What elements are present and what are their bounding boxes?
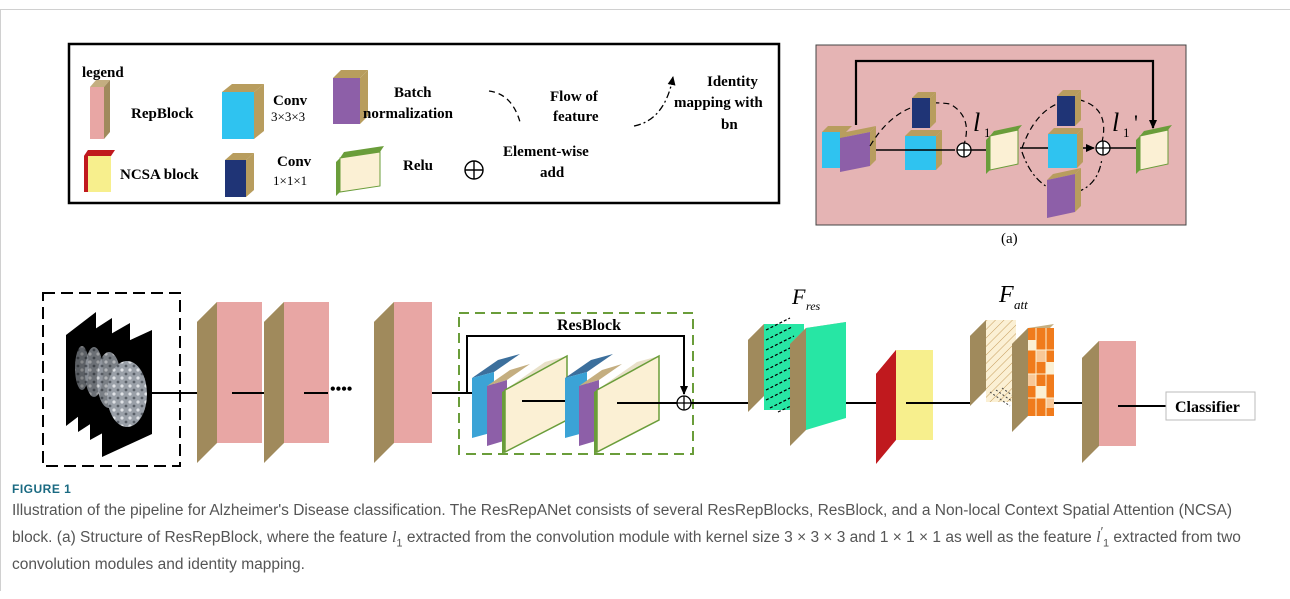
fatt-block-icon [970,320,1054,432]
legend-idmap-label-1: Identity [707,74,758,90]
legend-repblock-label: RepBlock [131,106,194,122]
identity-arrow-icon [633,76,676,127]
repblock-final [1082,341,1136,463]
legend-add-label-2: add [540,165,565,181]
legend-conv3-label: Conv [273,93,308,109]
flow-arrow-icon [488,90,521,123]
repblock-2 [264,302,329,463]
legend-ncsa-label: NCSA block [120,167,199,183]
legend-frame [67,42,781,205]
panel-a-flow-arc-1 [869,102,968,151]
caption-part-1: Illustration of the pipeline for Alzheim… [12,502,1232,547]
repblock-3 [374,302,432,463]
repblock-swatch-icon [90,80,110,139]
caption-l1p: l [1096,529,1101,547]
legend-flow-label-1: Flow of [550,89,599,105]
legend-flow-label-2: feature [553,109,599,125]
figure-caption: Illustration of the pipeline for Alzheim… [12,500,1274,575]
panel-a-relu-out-icon [1136,125,1172,174]
resblock-add-icon [676,395,692,411]
resblock-label: ResBlock [557,317,621,334]
input-dashed-box [42,292,181,467]
panel-a-l1-label: l [973,108,980,137]
bn-swatch-icon [333,70,368,124]
caption-part-2: extracted from the convolution module wi… [402,529,1097,547]
caption-part-3: extracted from two convolution modules a… [12,529,1241,574]
caption-l1p-prime: ′ [1100,524,1103,539]
fres-subscript: res [806,299,821,313]
fatt-label: F [998,282,1014,308]
panel-a-add-2-icon [1095,140,1111,156]
legend-idmap-label-3: bn [721,117,738,133]
attention-grid [1028,328,1054,416]
caption-l1p-subscript: 1 [1103,537,1110,550]
fres-block-icon [748,317,846,446]
ellipsis-label: •••• [330,381,352,398]
resblock-dashed-box [458,312,694,455]
classifier-box [1165,391,1256,421]
repblock-1 [197,302,262,463]
panel-a-l1p-label: l [1112,108,1119,137]
legend-conv1-label: Conv [277,154,312,170]
panel-a-conv3-a-icon [905,130,942,170]
panel-a-conv1-a-icon [912,92,936,128]
classifier-label: Classifier [1175,399,1240,416]
panel-a-skip-arrow [854,59,1157,129]
legend-relu-label: Relu [403,158,433,174]
panel-a-add-1-icon [956,142,972,158]
panel-a-l1p-prime: ' [1134,110,1138,135]
panel-a-input-bn-icon [840,126,876,172]
resblock-relu-1-icon [502,354,568,454]
panel-a-conv3-b-icon [1048,128,1083,168]
pipeline: •••• ResBlock [42,282,1256,467]
panel-a-relu-1-icon [986,125,1022,174]
conv3-swatch-icon [222,84,264,139]
relu-swatch-icon [336,146,384,196]
legend-add-label-1: Element-wise [503,144,589,160]
panel-a-caption: (a) [1001,231,1018,247]
legend-bn-label-2: normalization [363,106,454,122]
legend-bn-label-1: Batch [394,85,432,101]
legend-conv1-size: 1×1×1 [273,173,307,188]
legend-title: legend [82,65,124,81]
legend-idmap-label-2: mapping with [674,95,763,111]
fatt-subscript: att [1014,297,1028,312]
panel-a-l1-subscript: 1 [984,125,991,140]
legend-conv3-size: 3×3×3 [271,109,305,124]
top-rule [0,9,1290,10]
panel-a-conv1-b-icon [1057,90,1081,126]
figure-label: FIGURE 1 [12,482,72,496]
panel-a-l1p-subscript: 1 [1123,125,1130,140]
fres-label: F [791,284,806,309]
panel-a-bn-b-icon [1047,168,1081,218]
add-icon [464,160,484,180]
left-rule [0,9,1,591]
legend-box: legend RepBlock Conv 3×3×3 Ba [67,42,781,205]
resblock-skip-arrow [466,335,688,395]
figure-diagram: legend RepBlock Conv 3×3×3 Ba [42,42,1256,467]
ncsa-swatch-icon [84,150,115,192]
caption-l1: l [391,529,397,547]
caption-l1-subscript: 1 [396,537,403,550]
panel-a: l 1 [815,44,1187,247]
ncsa-block-icon [876,350,933,464]
mri-stack-icon [66,312,152,457]
conv1-swatch-icon [225,153,254,197]
